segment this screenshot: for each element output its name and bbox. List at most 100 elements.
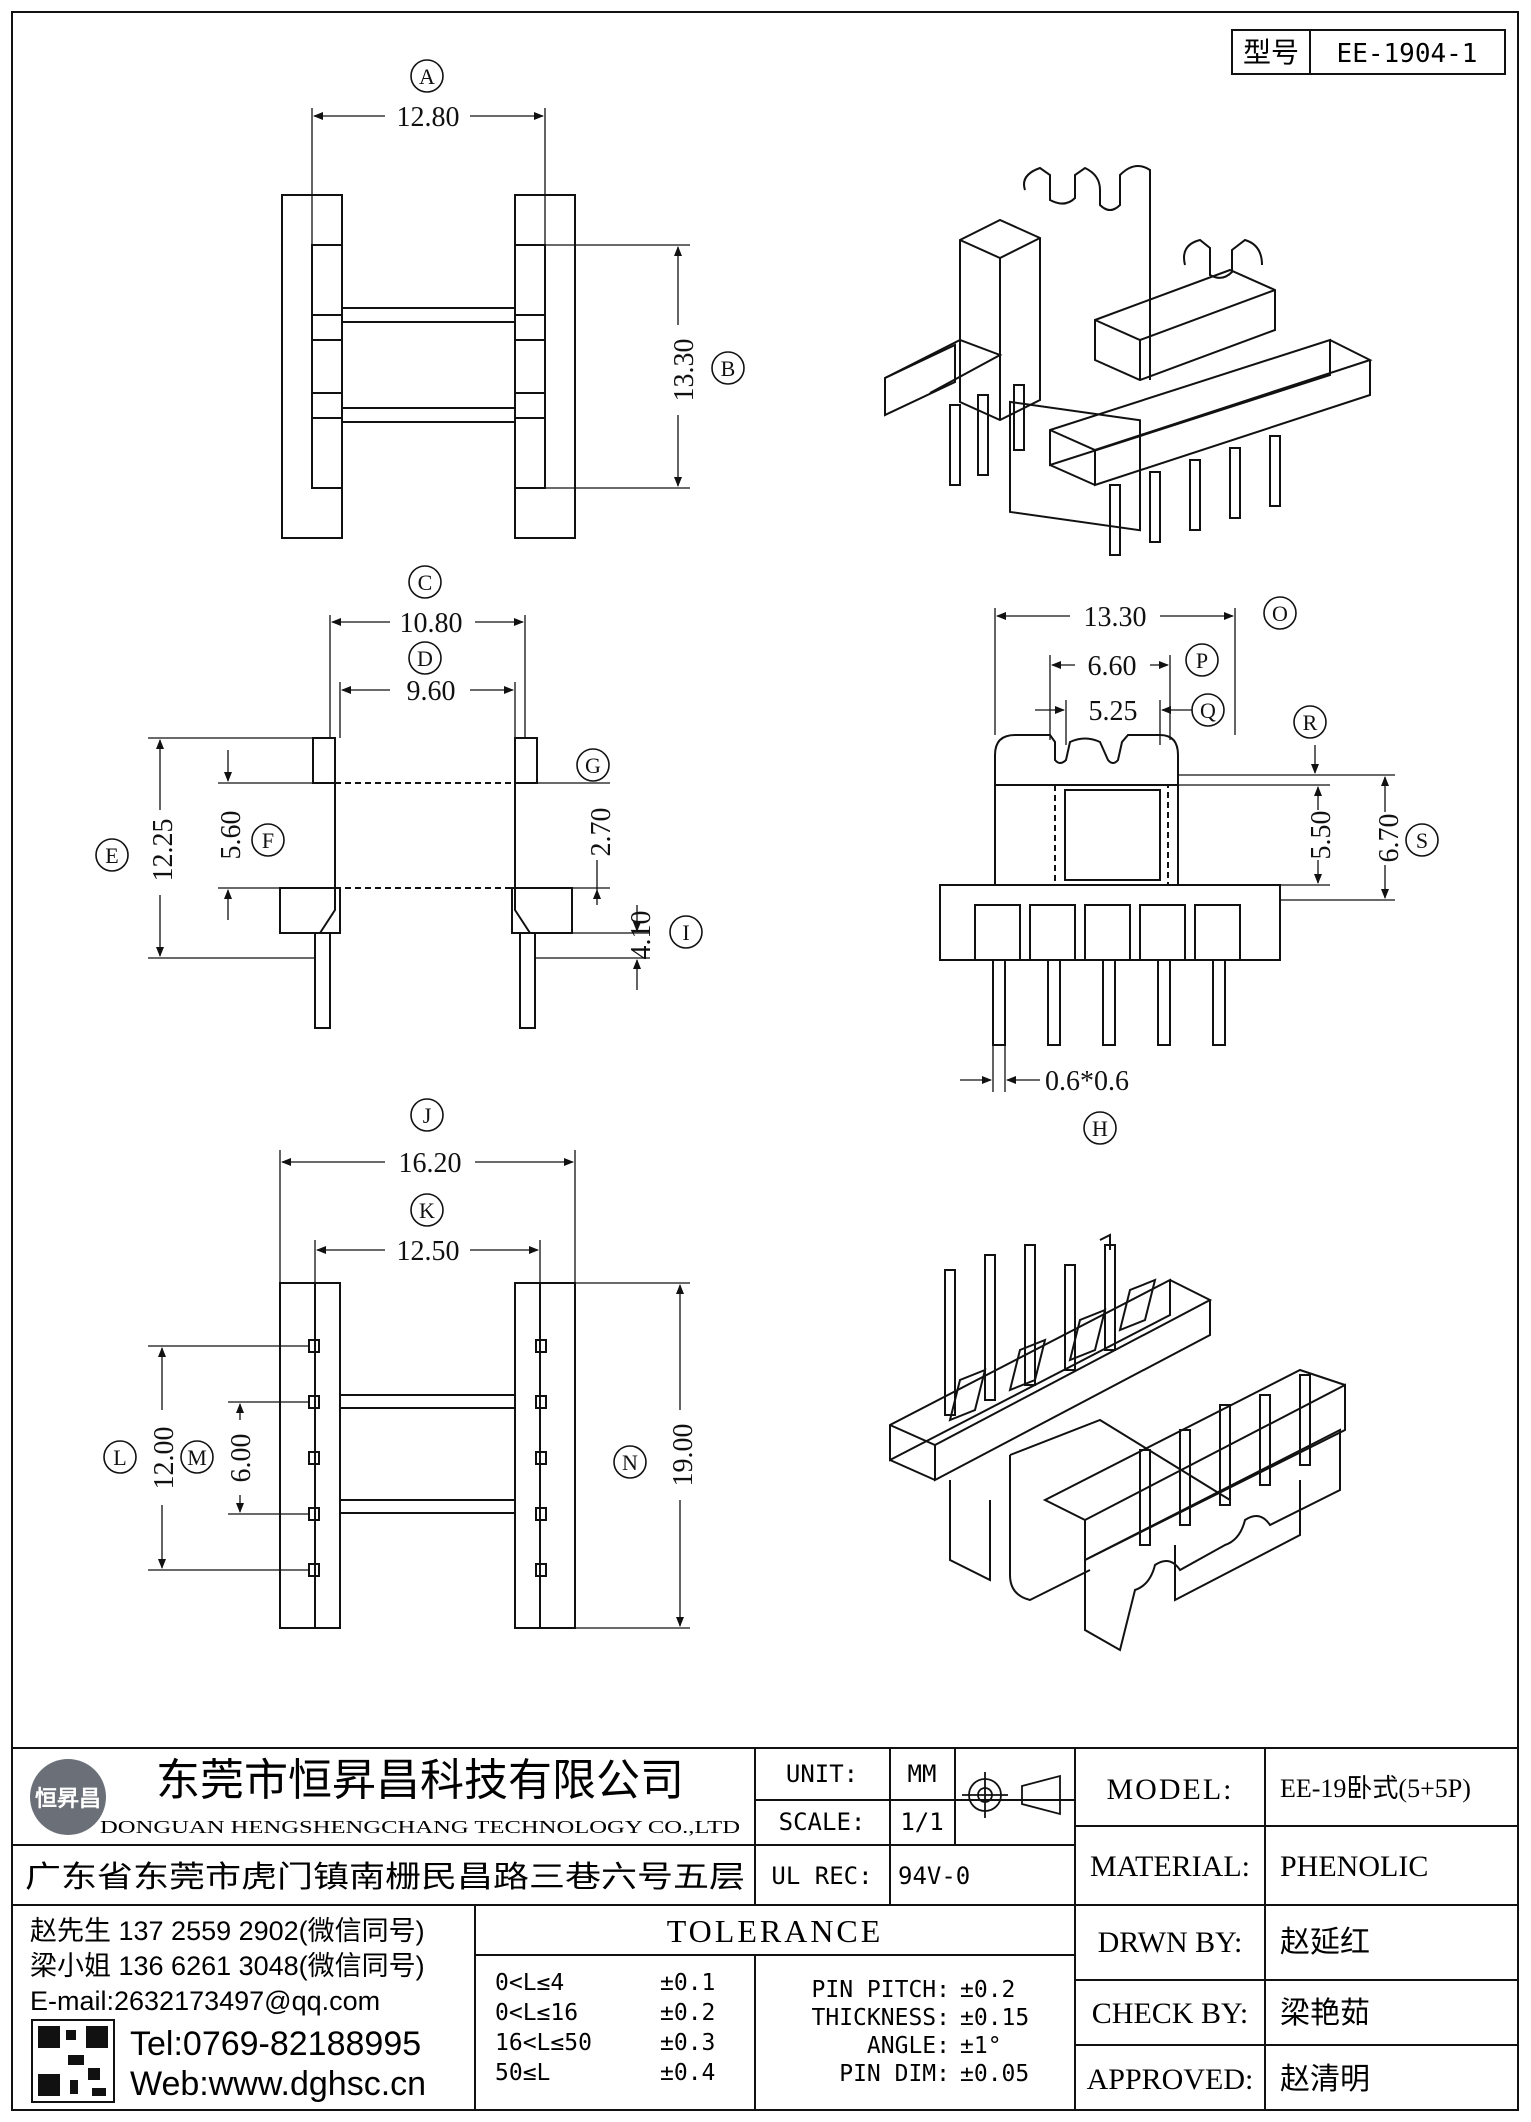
dim-O-value: 13.30 xyxy=(1084,602,1147,633)
spec-label-pin-dim: PIN DIM: xyxy=(839,2061,950,2087)
qr-code-icon xyxy=(31,2019,115,2103)
dim-550-value: 5.50 xyxy=(1306,811,1337,860)
spec-value-pin-dim: ±0.05 xyxy=(960,2061,1029,2087)
title-block: 恒昇昌 东莞市恒昇昌科技有限公司 DONGUAN HENGSHENGCHANG … xyxy=(12,1747,1518,2110)
drawn-by-value: 赵延红 xyxy=(1280,1926,1370,1959)
dim-J-value: 16.20 xyxy=(399,1148,462,1179)
svg-text:F: F xyxy=(262,828,274,853)
svg-text:A: A xyxy=(419,64,435,89)
svg-text:D: D xyxy=(417,646,433,671)
part-number: EE-1904-1 xyxy=(1337,39,1478,69)
spec-label-angle: ANGLE: xyxy=(867,2033,950,2059)
dim-G-value: 2.70 xyxy=(586,808,617,857)
ulrec-label: UL REC: xyxy=(771,1862,872,1890)
dim-F-value: 5.60 xyxy=(216,811,247,860)
svg-text:M: M xyxy=(187,1445,207,1470)
tolerance-range-1: 0<L≤4 xyxy=(495,1970,564,1996)
svg-text:I: I xyxy=(682,920,689,945)
callout-F: F xyxy=(251,823,285,857)
spec-label-thickness: THICKNESS: xyxy=(812,2005,950,2031)
header-box: 型号 EE-1904-1 xyxy=(1231,29,1506,75)
ulrec-value: 94V-0 xyxy=(898,1862,970,1890)
callout-H: H xyxy=(1083,1111,1117,1145)
model-label: MODEL: xyxy=(1107,1773,1234,1806)
callout-S: S xyxy=(1405,823,1439,857)
spec-label-pin-pitch: PIN PITCH: xyxy=(812,1977,950,2003)
top-view xyxy=(281,108,690,539)
dim-P-value: 6.60 xyxy=(1088,651,1137,682)
svg-text:Q: Q xyxy=(1200,698,1216,723)
spec-value-angle: ±1° xyxy=(960,2033,1002,2059)
contact-1: 赵先生 137 2559 2902(微信同号) xyxy=(30,1916,425,1946)
svg-text:K: K xyxy=(419,1198,435,1223)
dim-A-value: 12.80 xyxy=(397,102,460,133)
side-view xyxy=(148,615,650,1029)
dim-I-value: 4.10 xyxy=(626,911,657,960)
callout-Q: Q xyxy=(1191,693,1225,727)
material-label: MATERIAL: xyxy=(1090,1850,1250,1883)
dim-N-value: 19.00 xyxy=(668,1424,699,1487)
dim-H-value: 0.6*0.6 xyxy=(1045,1066,1129,1097)
type-label: 型号 xyxy=(1243,37,1299,68)
tolerance-range-2: 0<L≤16 xyxy=(495,2000,578,2026)
spec-value-pin-pitch: ±0.2 xyxy=(960,1977,1015,2003)
callout-I: I xyxy=(669,915,703,949)
dim-K-value: 12.50 xyxy=(397,1236,460,1267)
tolerance-title: TOLERANCE xyxy=(667,1913,884,1949)
dim-L-value: 12.00 xyxy=(149,1427,180,1490)
bottom-view xyxy=(148,1150,690,1629)
dim-M-value: 6.00 xyxy=(226,1434,257,1483)
dim-C-value: 10.80 xyxy=(400,608,463,639)
callout-C: C xyxy=(408,565,442,599)
svg-text:G: G xyxy=(585,753,601,778)
approved-value: 赵清明 xyxy=(1280,2063,1370,2096)
svg-text:N: N xyxy=(622,1450,638,1475)
callout-B: B xyxy=(711,351,745,385)
model-value: EE-19卧式(5+5P) xyxy=(1280,1774,1471,1803)
svg-text:C: C xyxy=(418,570,433,595)
svg-text:R: R xyxy=(1303,710,1318,735)
callout-L: L xyxy=(103,1440,137,1474)
logo-text: 恒昇昌 xyxy=(35,1786,101,1811)
tolerance-value-4: ±0.4 xyxy=(660,2060,715,2086)
tolerance-range-3: 16<L≤50 xyxy=(495,2030,592,2056)
svg-text:E: E xyxy=(105,843,118,868)
tolerance-range-4: 50≤L xyxy=(495,2060,550,2086)
callout-E: E xyxy=(95,838,129,872)
callout-M: M xyxy=(180,1440,214,1474)
unit-label: UNIT: xyxy=(786,1760,858,1788)
dim-E-value: 12.25 xyxy=(148,819,179,882)
svg-text:P: P xyxy=(1196,648,1208,673)
callout-K: K xyxy=(410,1193,444,1227)
email: E-mail:2632173497@qq.com xyxy=(30,1986,380,2016)
callout-G: G xyxy=(576,748,610,782)
svg-text:H: H xyxy=(1092,1116,1108,1141)
isometric-view-top xyxy=(884,165,1373,556)
company-address: 广东省东莞市虎门镇南栅民昌路三巷六号五层 xyxy=(25,1861,745,1894)
callout-J: J xyxy=(410,1098,444,1132)
callout-D: D xyxy=(408,641,442,675)
svg-text:O: O xyxy=(1272,601,1288,626)
scale-value: 1/1 xyxy=(900,1808,943,1836)
tolerance-value-2: ±0.2 xyxy=(660,2000,715,2026)
tolerance-value-3: ±0.3 xyxy=(660,2030,715,2056)
company-logo: 恒昇昌 xyxy=(30,1759,106,1835)
material-value: PHENOLIC xyxy=(1280,1850,1428,1883)
contact-2: 梁小姐 136 6261 3048(微信同号) xyxy=(30,1951,425,1981)
front-view xyxy=(939,608,1395,1092)
website: Web:www.dghsc.cn xyxy=(130,2065,426,2103)
unit-value: MM xyxy=(908,1760,937,1788)
callout-O: O xyxy=(1263,596,1297,630)
callout-A: A xyxy=(410,59,444,93)
svg-text:B: B xyxy=(721,356,736,381)
drawn-by-label: DRWN BY: xyxy=(1098,1926,1243,1959)
approved-label: APPROVED: xyxy=(1087,2063,1254,2096)
check-by-value: 梁艳茹 xyxy=(1280,1997,1370,2030)
dim-D-value: 9.60 xyxy=(407,676,456,707)
check-by-label: CHECK BY: xyxy=(1092,1997,1248,2030)
callout-N: N xyxy=(613,1445,647,1479)
svg-text:S: S xyxy=(1416,828,1428,853)
company-name-cn: 东莞市恒昇昌科技有限公司 xyxy=(156,1756,684,1805)
dim-B-value: 13.30 xyxy=(669,339,700,402)
